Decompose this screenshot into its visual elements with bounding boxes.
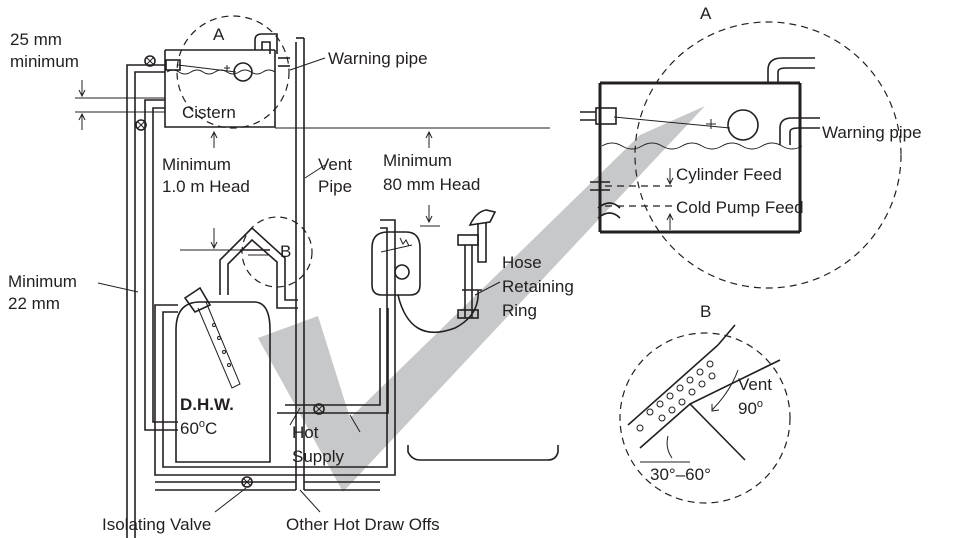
detail-a-cistern	[580, 57, 820, 234]
hose-ring-label: Hose	[502, 253, 542, 272]
pipework	[126, 37, 396, 538]
shower-riser-rail	[457, 209, 497, 319]
vent-detail-label: Vent	[738, 375, 772, 394]
valve-cistern-lower	[135, 119, 147, 131]
min-22mm-label: Minimum	[8, 272, 77, 291]
junction-b-marker: B	[280, 242, 291, 261]
min-head-label: Minimum	[162, 155, 231, 174]
hot-water-cylinder	[175, 286, 271, 463]
min-25mm-label: 25 mm	[10, 30, 62, 49]
valve-cistern-top	[144, 55, 156, 67]
detail-a-circle	[634, 21, 902, 289]
min-25mm-label-2: minimum	[10, 52, 79, 71]
min-80mm-label: Minimum	[383, 151, 452, 170]
detail-b-title: B	[700, 302, 711, 321]
hot-supply-label-2: Supply	[292, 447, 344, 466]
cistern-a-marker: A	[213, 25, 225, 44]
other-hot-draw-offs-label: Other Hot Draw Offs	[286, 515, 440, 534]
cold-pump-feed-label: Cold Pump Feed	[676, 198, 804, 217]
check-mark-watermark	[258, 106, 705, 492]
bath	[407, 445, 559, 461]
detail-a-warning-pipe-label: Warning pipe	[822, 123, 922, 142]
min-80mm-label-2: 80 mm Head	[383, 175, 480, 194]
isolating-valve	[241, 476, 253, 488]
detail-a-title: A	[700, 4, 712, 23]
dhw-temp-label: 60oC	[180, 418, 217, 438]
dhw-label: D.H.W.	[180, 395, 234, 414]
vent-pipe-label: Vent	[318, 155, 352, 174]
isolating-valve-label: Isolating Valve	[102, 515, 211, 534]
min-22mm-label-2: 22 mm	[8, 294, 60, 313]
valve-hot-supply	[313, 403, 325, 415]
hot-supply-label: Hot	[292, 423, 319, 442]
cistern-label: Cistern	[182, 103, 236, 122]
warning-pipe-label: Warning pipe	[328, 49, 428, 68]
cylinder-feed-label: Cylinder Feed	[676, 165, 782, 184]
angle-range-label: 30°–60°	[650, 465, 711, 484]
angle-90-label: 90o	[738, 398, 763, 418]
vent-pipe-label-2: Pipe	[318, 177, 352, 196]
min-head-label-2: 1.0 m Head	[162, 177, 250, 196]
detail-b-junction	[627, 324, 781, 463]
reference-lines	[75, 57, 550, 513]
shower-unit	[371, 231, 479, 333]
detail-b-circle	[619, 332, 791, 504]
hose-ring-label-2: Retaining	[502, 277, 574, 296]
hose-ring-label-3: Ring	[502, 301, 537, 320]
